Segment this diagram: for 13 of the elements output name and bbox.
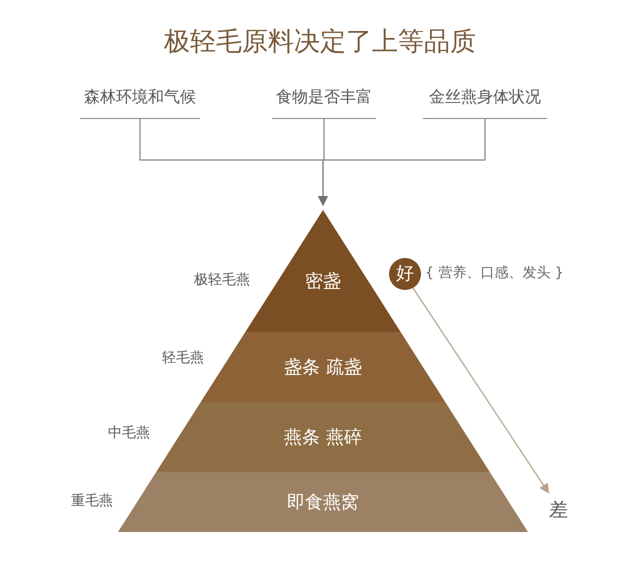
rating-label: 差: [549, 498, 568, 522]
rating-circle: 好: [389, 258, 421, 290]
underlined-label: 金丝燕身体状况: [423, 84, 547, 119]
tier-label: 中毛燕: [108, 424, 150, 442]
pyramid-tier: 燕条 燕碎: [156, 402, 490, 472]
note: { 营养、口感、发头 }: [425, 264, 564, 282]
arrow: [412, 288, 550, 494]
underlined-label: 森林环境和气候: [80, 84, 200, 119]
arrow: [318, 119, 486, 206]
underlined-label: 食物是否丰富: [272, 84, 376, 119]
pyramid-tier: 即食燕窝: [118, 472, 528, 532]
tier-label: 重毛燕: [71, 492, 113, 510]
title: 极轻毛原料决定了上等品质: [163, 26, 477, 59]
